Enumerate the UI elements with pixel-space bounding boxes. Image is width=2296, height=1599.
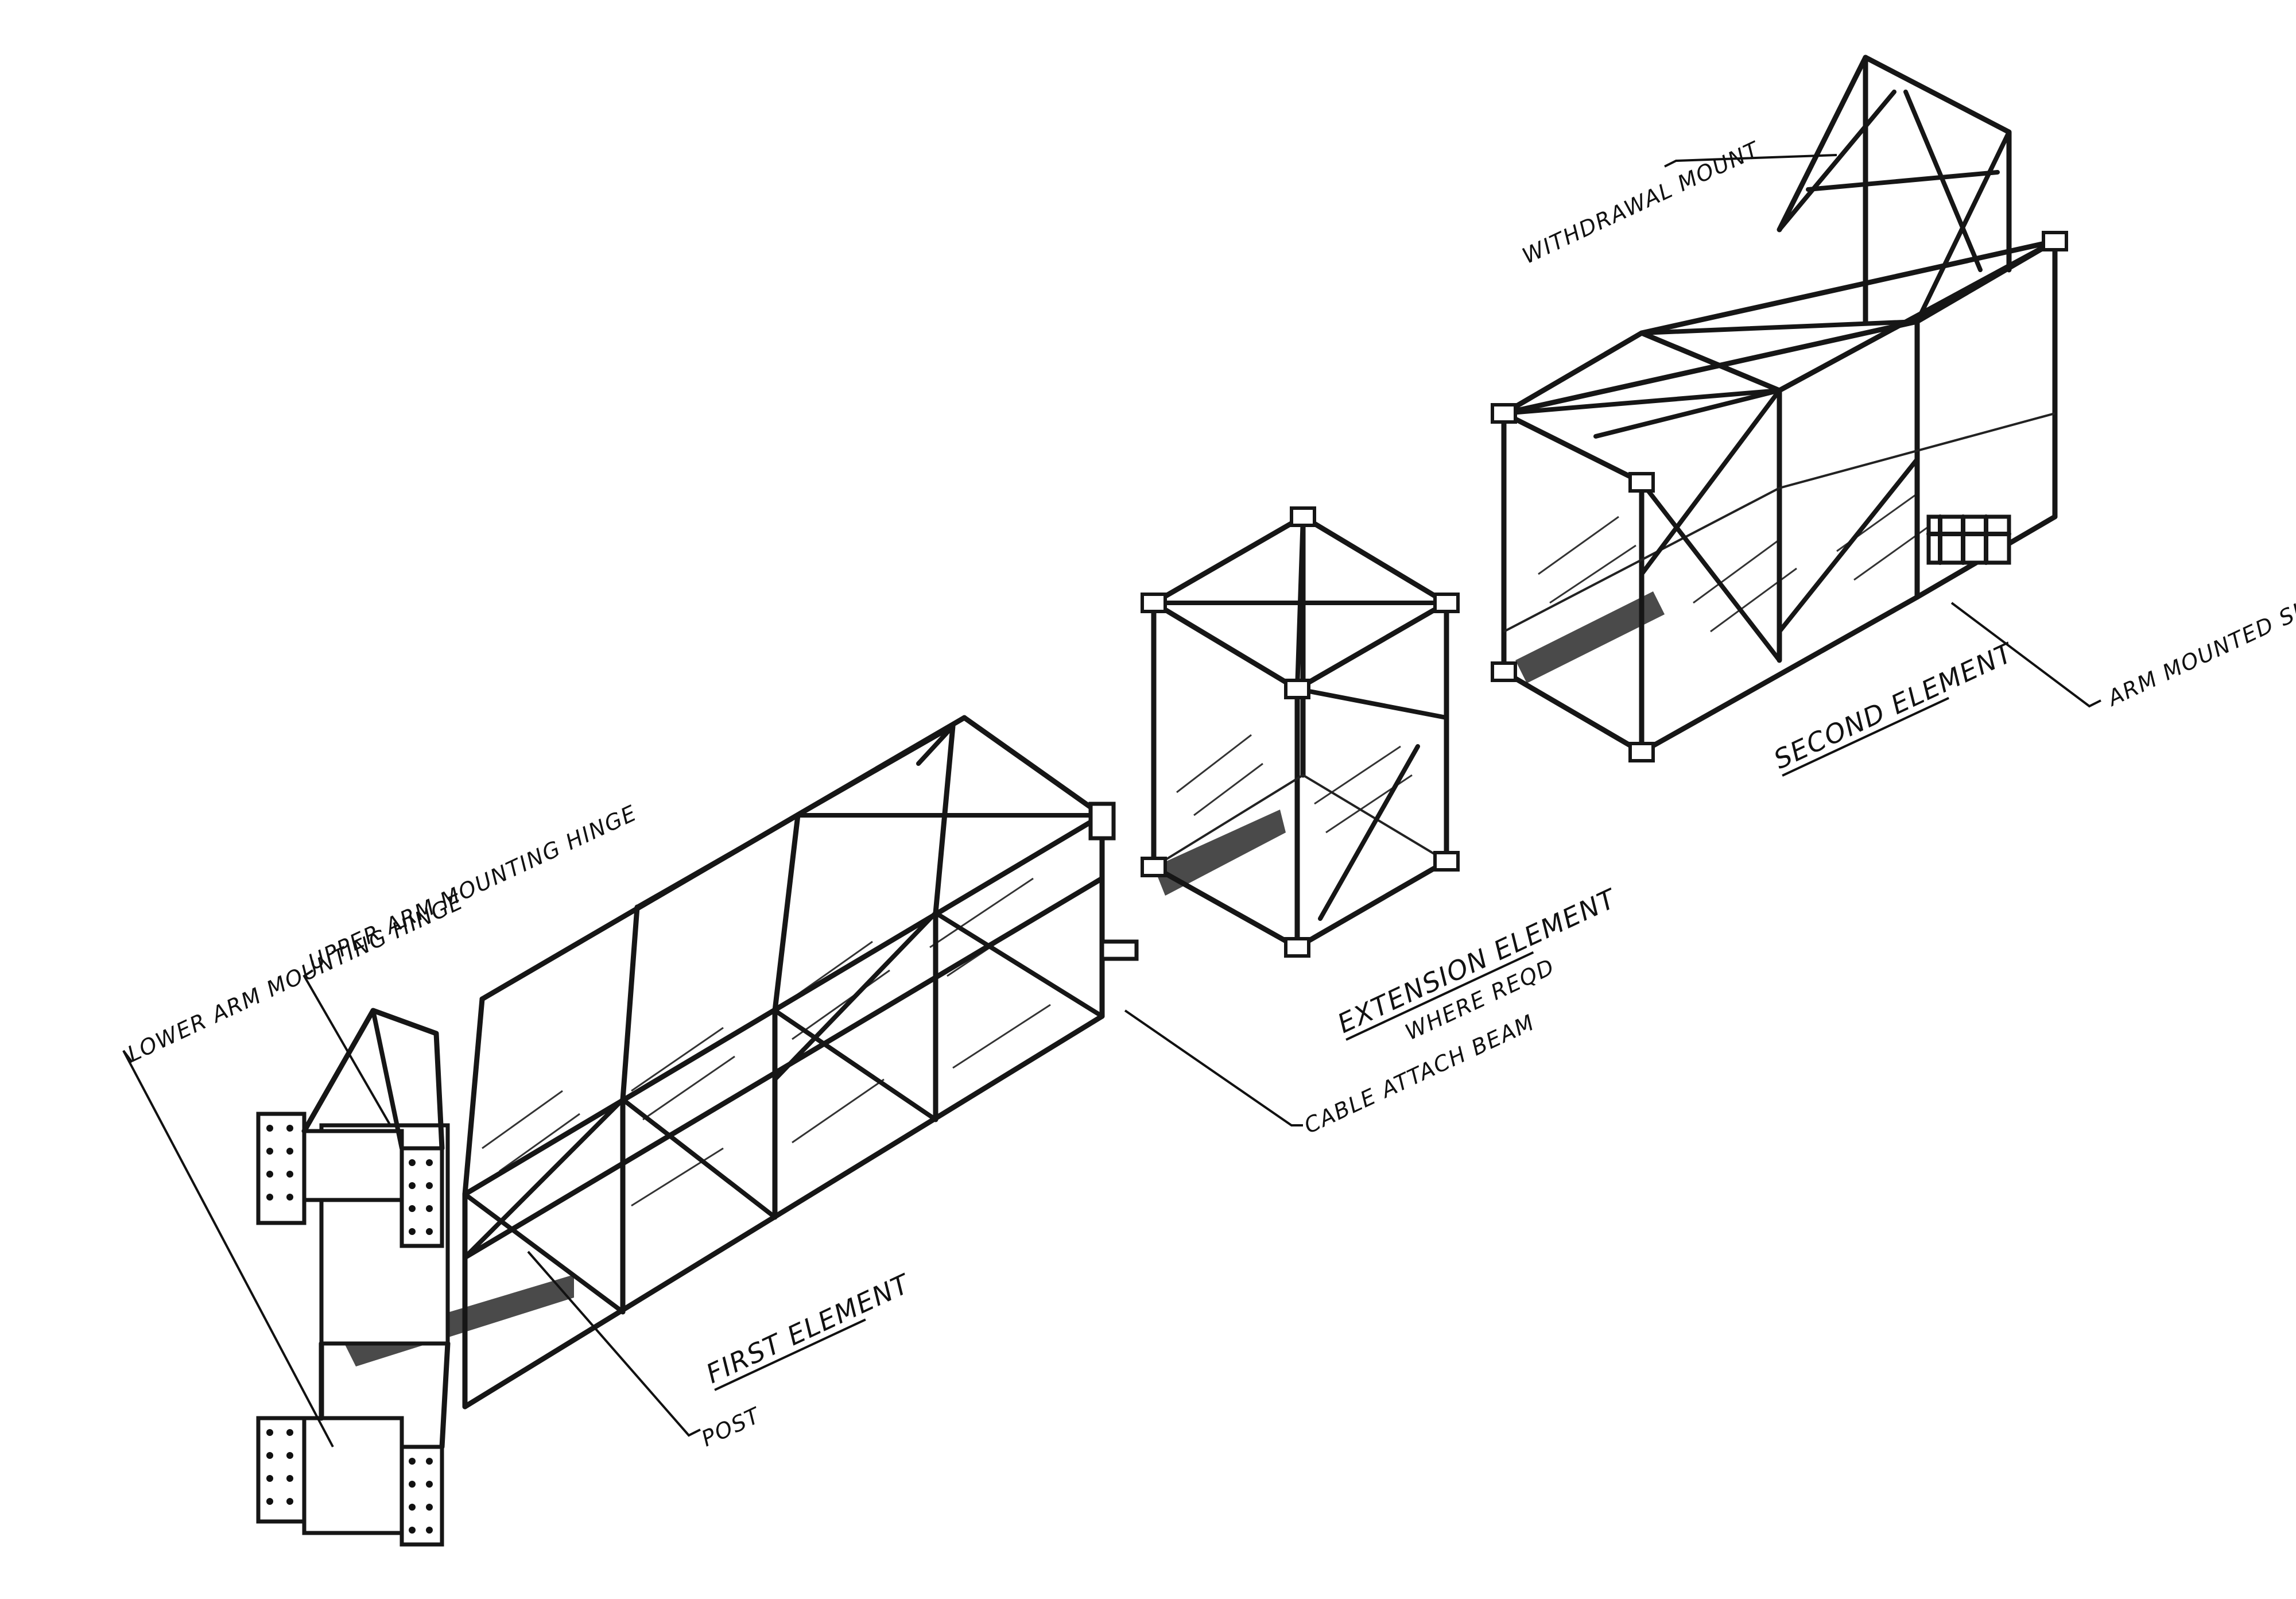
leader-lines	[122, 154, 2101, 1447]
arm-mounted-skid-leader	[1950, 602, 2101, 708]
extension-node	[1284, 937, 1310, 958]
second-element-node	[1628, 472, 1655, 493]
first-element-label: FIRST ELEMENT	[701, 1268, 916, 1389]
extension-node	[1141, 857, 1167, 877]
second-element-node	[1628, 742, 1655, 762]
extension-node	[1290, 506, 1316, 527]
second-element-frame	[1491, 55, 2068, 762]
arm-mounted-skid-label: ARM MOUNTED SKID	[2102, 584, 2296, 711]
cable-attach-beam	[1100, 939, 1139, 961]
lower-hinge-leader	[122, 1050, 334, 1447]
lower-hinge-plate	[256, 1416, 444, 1547]
second-element-node	[2042, 231, 2068, 251]
extension-node	[1433, 851, 1460, 872]
withdrawal-mount-leader	[1664, 154, 1837, 168]
second-element-node	[1491, 403, 1517, 424]
extension-node	[1141, 593, 1167, 613]
post-leader	[527, 1250, 701, 1437]
second-element-shadow	[1515, 591, 1665, 683]
second-element-hatching	[1538, 493, 1935, 633]
extension-element-frame	[1141, 506, 1460, 958]
upper-hinge-plate	[256, 1112, 444, 1248]
extension-element-shadow	[1154, 810, 1286, 896]
cable-attach-beam-leader	[1124, 1009, 1303, 1126]
first-element-frame	[256, 715, 1139, 1547]
upper-hinge-leader	[302, 969, 391, 1126]
second-element-node	[1491, 661, 1517, 682]
extension-element-label: EXTENSION ELEMENT	[1333, 882, 1622, 1039]
withdrawal-mount-label: WITHDRAWAL MOUNT	[1518, 137, 1764, 269]
extension-node	[1284, 679, 1310, 699]
post-label: POST	[697, 1402, 765, 1451]
first-element-far-node	[1088, 802, 1116, 841]
extension-node	[1433, 593, 1460, 613]
upper-hinge-label: UPPER ARM MOUNTING HINGE	[304, 800, 641, 975]
